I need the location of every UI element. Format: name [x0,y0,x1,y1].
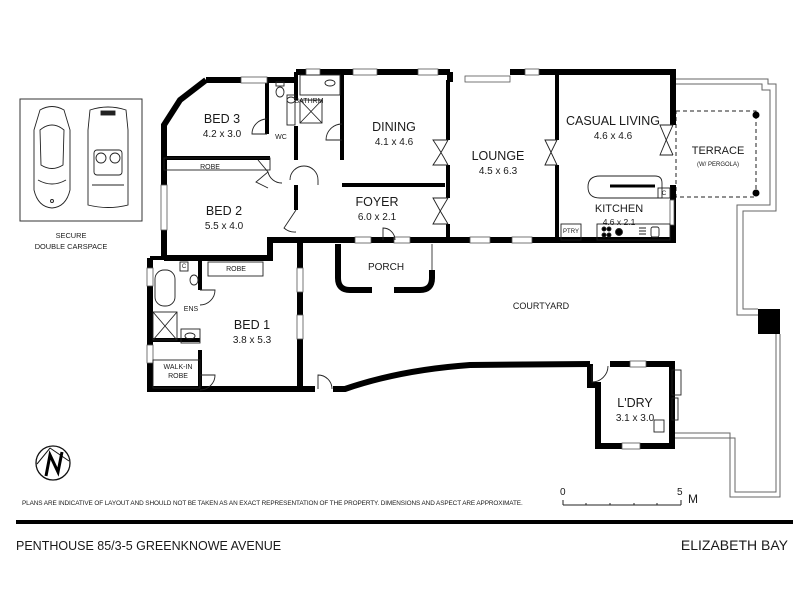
north-compass-icon [35,445,71,481]
room-casual-living: CASUAL LIVING 4.6 x 4.6 [566,114,660,142]
terrace-outline [672,78,781,498]
scale-end-label: 5 [677,487,683,498]
room-casual-living-name: CASUAL LIVING [565,114,661,128]
room-laundry: L'DRY 3.1 x 3.0 [616,396,654,424]
room-walkin-robe: WALK-IN ROBE [164,363,193,381]
room-foyer-dims: 6.0 x 2.1 [357,212,397,223]
room-laundry-dims: 3.1 x 3.0 [615,413,655,424]
room-bed3-name: BED 3 [203,112,241,126]
room-bed2-dims: 5.5 x 4.0 [204,221,244,232]
car-icon [33,106,71,209]
compass-label: N [48,455,49,456]
room-terrace: TERRACE (W/ PERGOLA) [692,145,745,168]
porch-walls [335,244,435,293]
property-address: PENTHOUSE 85/3-5 GREENKNOWE AVENUE [16,539,282,553]
fixtures [152,74,682,433]
room-cupboard-kitchen-name: C [661,191,667,197]
room-porch-name: PORCH [367,262,405,273]
room-kitchen-dims: 4.6 x 2.1 [602,217,636,227]
room-courtyard: COURTYARD [513,301,569,311]
room-bathroom-name: BATHRM [294,98,324,105]
doors [199,118,674,391]
carspace-line1: SECURE [55,231,87,240]
carspace-caption: SECURE DOUBLE CARSPACE [22,230,120,252]
room-robe-bed2-name: ROBE [200,164,220,171]
room-courtyard-name: COURTYARD [512,301,570,311]
room-lounge-name: LOUNGE [471,149,525,163]
room-foyer: FOYER 6.0 x 2.1 [355,195,398,223]
disclaimer-text: PLANS ARE INDICATIVE OF LAYOUT AND SHOUL… [22,500,523,507]
room-robe-bed1-name: ROBE [226,266,246,273]
room-porch: PORCH [368,262,404,273]
room-bed1-dims: 3.8 x 5.3 [232,335,272,346]
room-wc-name: WC [275,134,287,141]
room-bed3: BED 3 4.2 x 3.0 [203,112,241,140]
room-terrace-name: TERRACE [691,145,745,157]
room-walkin-robe-line2: ROBE [168,373,188,380]
room-lounge: LOUNGE 4.5 x 6.3 [472,149,525,177]
room-bed1-name: BED 1 [233,318,271,332]
room-bed2: BED 2 5.5 x 4.0 [205,204,243,232]
room-bed3-dims: 4.2 x 3.0 [202,129,242,140]
room-pantry-name: PTRY [563,229,579,235]
room-dining-dims: 4.1 x 4.6 [374,137,414,148]
room-foyer-name: FOYER [355,195,399,209]
property-suburb: ELIZABETH BAY [680,537,788,553]
room-cupboard-ens-name: C [181,264,187,270]
room-kitchen-name: KITCHEN [594,203,644,215]
scale-bar [562,500,682,506]
room-bed2-name: BED 2 [205,204,243,218]
room-terrace-note: (W/ PERGOLA) [696,162,739,168]
room-casual-living-dims: 4.6 x 4.6 [593,131,633,142]
room-ensuite-name: ENS [183,306,199,313]
room-walkin-robe-line1: WALK-IN [163,364,193,371]
scale-unit-label: M [688,492,698,506]
room-laundry-name: L'DRY [617,396,653,410]
room-lounge-dims: 4.5 x 6.3 [478,166,518,177]
room-kitchen: KITCHEN 4.6 x 2.1 [595,203,643,227]
footer-divider [16,520,793,524]
room-dining: DINING 4.1 x 4.6 [372,120,416,148]
room-dining-name: DINING [372,120,416,134]
carspace-line2: DOUBLE CARSPACE [34,242,108,251]
car-icon [87,106,129,208]
carspace-box [19,98,143,222]
scale-start-label: 0 [560,487,566,498]
room-bed1: BED 1 3.8 x 5.3 [233,318,271,346]
windows [146,68,675,450]
pergola-outline [675,110,760,198]
